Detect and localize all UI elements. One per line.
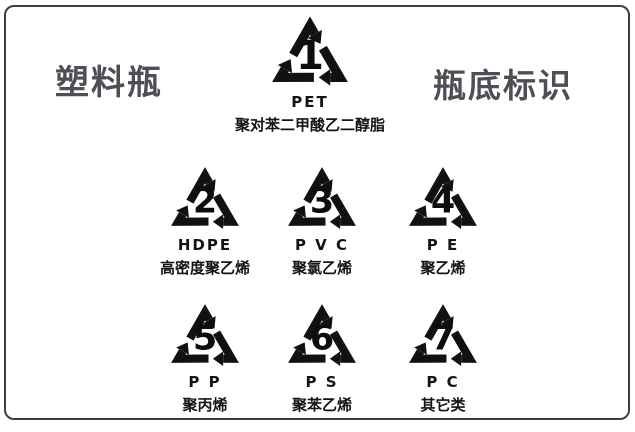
symbol-glyph: 7 bbox=[400, 300, 486, 371]
symbol-code: P V C bbox=[294, 236, 350, 254]
right-title: 瓶底标识 bbox=[433, 66, 573, 105]
symbol-name: 聚对苯二甲酸乙二醇脂 bbox=[234, 116, 386, 134]
recycling-symbol-block-6: 6 P S 聚苯乙烯 bbox=[279, 300, 365, 415]
symbol-glyph: 1 bbox=[262, 12, 358, 91]
symbol-glyph: 5 bbox=[162, 300, 248, 371]
symbol-number: 7 bbox=[430, 318, 456, 359]
symbol-number: 5 bbox=[192, 318, 218, 359]
symbol-name: 高密度聚乙烯 bbox=[159, 259, 251, 277]
symbol-number: 1 bbox=[296, 33, 324, 80]
symbol-number: 4 bbox=[430, 181, 456, 222]
symbol-code: HDPE bbox=[177, 236, 233, 254]
recycling-symbol-block-7: 7 P C 其它类 bbox=[400, 300, 486, 415]
recycling-symbol-block-5: 5 P P 聚丙烯 bbox=[162, 300, 248, 415]
symbol-code: PET bbox=[291, 93, 329, 111]
recycling-symbol-block-1: 1 PET 聚对苯二甲酸乙二醇脂 bbox=[235, 12, 385, 135]
symbol-number: 6 bbox=[309, 318, 335, 359]
symbol-code: P C bbox=[426, 373, 460, 391]
symbol-code: P E bbox=[426, 236, 460, 254]
symbol-code: P S bbox=[305, 373, 339, 391]
symbol-name: 聚乙烯 bbox=[420, 259, 466, 277]
symbol-number: 2 bbox=[192, 181, 218, 222]
symbol-glyph: 4 bbox=[400, 163, 486, 234]
recycling-symbol-block-3: 3 P V C 聚氯乙烯 bbox=[279, 163, 365, 278]
recycling-symbol-block-2: 2 HDPE 高密度聚乙烯 bbox=[160, 163, 250, 278]
symbol-code: P P bbox=[188, 373, 222, 391]
symbol-name: 聚苯乙烯 bbox=[291, 396, 352, 414]
recycling-symbol-block-4: 4 P E 聚乙烯 bbox=[400, 163, 486, 278]
frame-border bbox=[4, 5, 630, 420]
symbol-number: 3 bbox=[309, 181, 335, 222]
symbol-glyph: 3 bbox=[279, 163, 365, 234]
symbol-name: 聚氯乙烯 bbox=[291, 259, 352, 277]
symbol-glyph: 6 bbox=[279, 300, 365, 371]
left-title: 塑料瓶 bbox=[55, 63, 163, 103]
symbol-name: 其它类 bbox=[420, 396, 466, 414]
symbol-name: 聚丙烯 bbox=[182, 396, 228, 414]
symbol-glyph: 2 bbox=[162, 163, 248, 234]
